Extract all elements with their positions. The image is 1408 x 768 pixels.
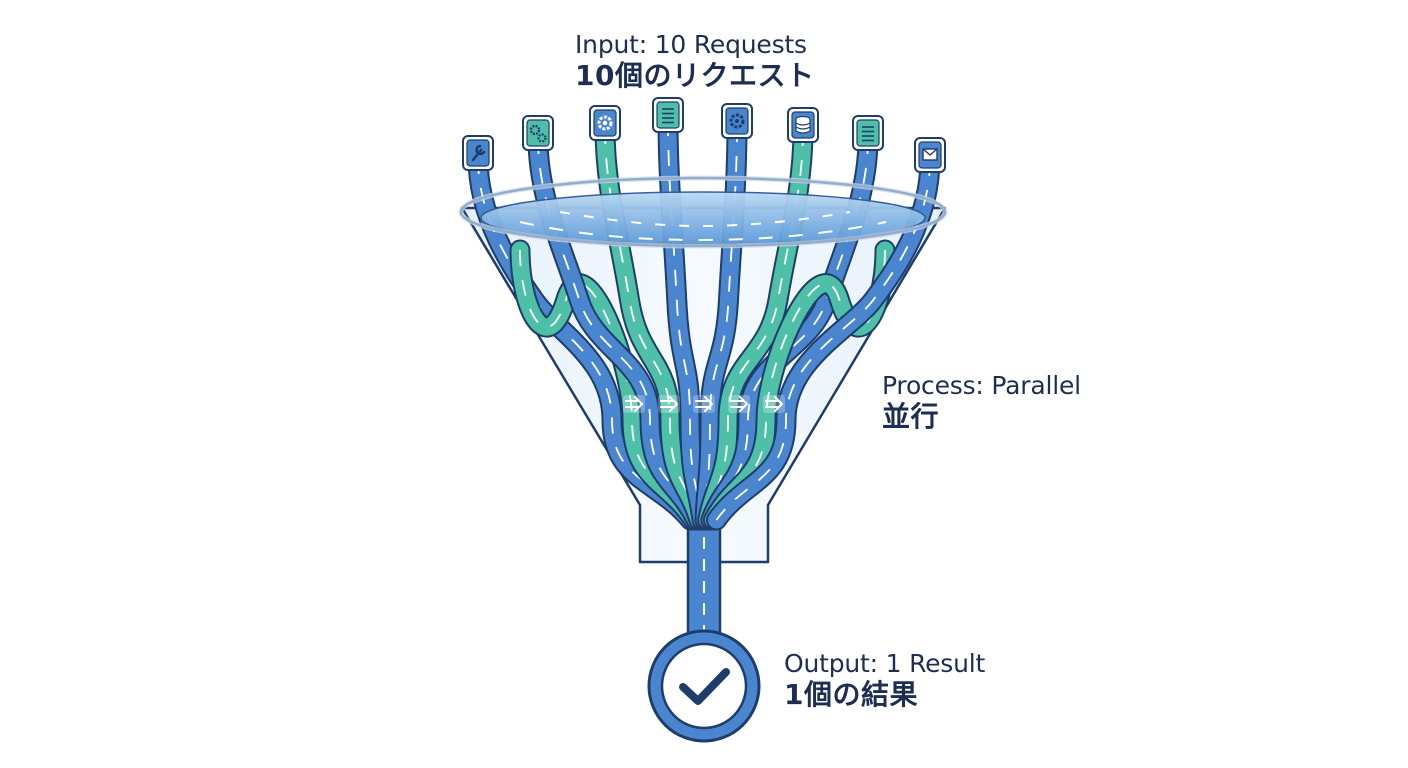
output-label-ja: 1個の結果 <box>784 677 918 711</box>
parallel-arrow-icon <box>623 395 645 413</box>
gear-icon <box>589 105 621 141</box>
parallel-arrow-icon <box>693 395 715 413</box>
wrench-document-icon <box>462 135 494 171</box>
process-label: Process: Parallel 並行 <box>882 371 1081 433</box>
parallel-arrow-icon <box>728 395 750 413</box>
stream-flow-line <box>709 137 869 521</box>
stream-flow-line <box>712 249 886 521</box>
input-icons <box>462 97 946 173</box>
output-result-badge <box>647 629 761 743</box>
process-label-en: Process: Parallel <box>882 371 1081 400</box>
document-icon <box>652 97 684 133</box>
request-streams <box>467 109 941 531</box>
input-label-en: Input: 10 Requests <box>575 30 807 59</box>
stream-flow-line <box>715 159 931 521</box>
parallel-arrows <box>623 395 785 413</box>
stream-flow-line <box>537 137 697 521</box>
output-label: Output: 1 Result 1個の結果 <box>784 649 986 711</box>
document-icon <box>852 115 884 151</box>
output-label-en: Output: 1 Result <box>784 649 986 678</box>
gear-document-icon <box>721 103 753 139</box>
input-label-ja: 10個のリクエスト <box>575 58 815 92</box>
stream-flow-line <box>519 249 695 521</box>
database-icon <box>787 107 819 143</box>
parallel-arrow-icon <box>763 395 785 413</box>
gears-document-icon <box>522 115 554 151</box>
input-label: Input: 10 Requests 10個のリクエスト <box>575 30 815 92</box>
stream-flow-line <box>477 157 692 521</box>
process-label-ja: 並行 <box>882 399 940 433</box>
checkmark-icon <box>679 668 730 705</box>
parallel-arrow-icon <box>658 395 680 413</box>
envelope-icon <box>914 137 946 173</box>
